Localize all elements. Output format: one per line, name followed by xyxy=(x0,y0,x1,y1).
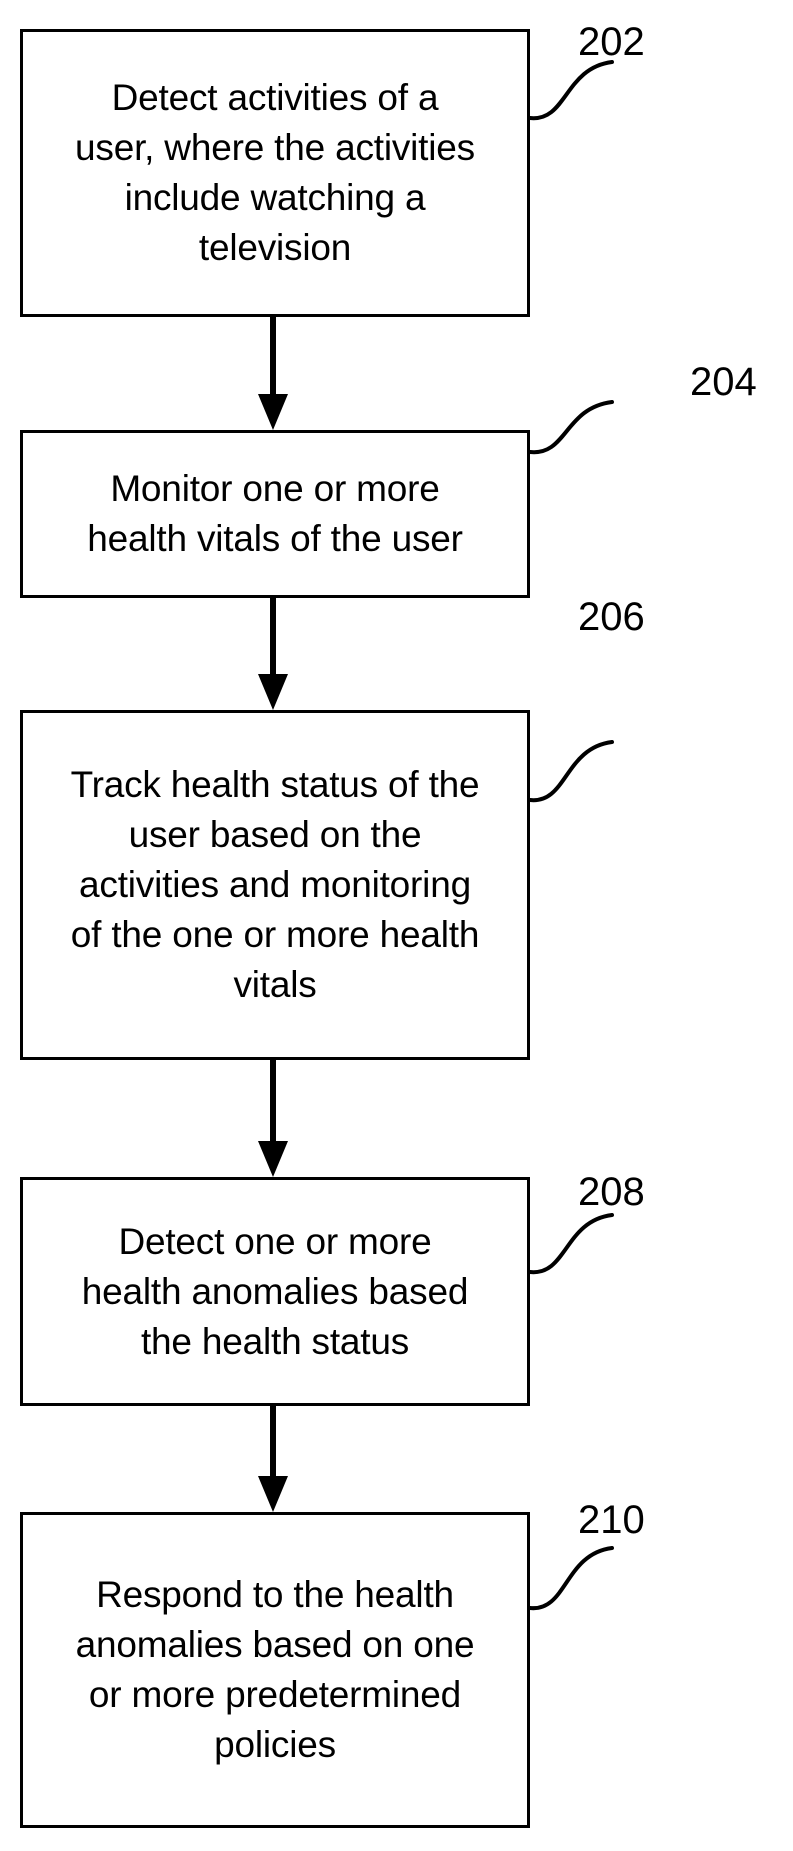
reference-number-210: 210 xyxy=(578,1498,645,1542)
step-text-208: Detect one or more health anomalies base… xyxy=(81,1220,469,1362)
reference-number-204: 204 xyxy=(690,360,757,404)
arrow-head xyxy=(258,1476,288,1512)
step-text-206: Track health status of the user based on… xyxy=(70,764,480,1005)
step-box-202: Detect activities of a user, where the a… xyxy=(20,29,530,317)
step-text-202: Detect activities of a user, where the a… xyxy=(75,77,475,268)
leader-line-202 xyxy=(528,60,614,121)
leader-line-204 xyxy=(528,400,614,455)
connector-arrows xyxy=(258,317,288,1512)
leader-line-208 xyxy=(528,1213,614,1275)
leader-line-206 xyxy=(528,740,614,803)
arrow-204-to-206 xyxy=(258,598,288,710)
arrow-head xyxy=(258,1141,288,1177)
step-box-206: Track health status of the user based on… xyxy=(20,710,530,1060)
reference-number-208: 208 xyxy=(578,1170,645,1214)
reference-number-202: 202 xyxy=(578,20,645,64)
step-box-204: Monitor one or more health vitals of the… xyxy=(20,430,530,598)
step-text-210: Respond to the health anomalies based on… xyxy=(75,1574,475,1765)
arrow-head xyxy=(258,674,288,710)
step-box-208: Detect one or more health anomalies base… xyxy=(20,1177,530,1406)
arrow-208-to-210 xyxy=(258,1406,288,1512)
leader-line-210 xyxy=(528,1546,614,1611)
reference-leader-lines xyxy=(528,60,614,1611)
step-box-210: Respond to the health anomalies based on… xyxy=(20,1512,530,1828)
arrow-head xyxy=(258,394,288,430)
reference-number-206: 206 xyxy=(578,595,645,639)
step-text-204: Monitor one or more health vitals of the… xyxy=(87,468,463,559)
arrow-206-to-208 xyxy=(258,1060,288,1177)
arrow-202-to-204 xyxy=(258,317,288,430)
